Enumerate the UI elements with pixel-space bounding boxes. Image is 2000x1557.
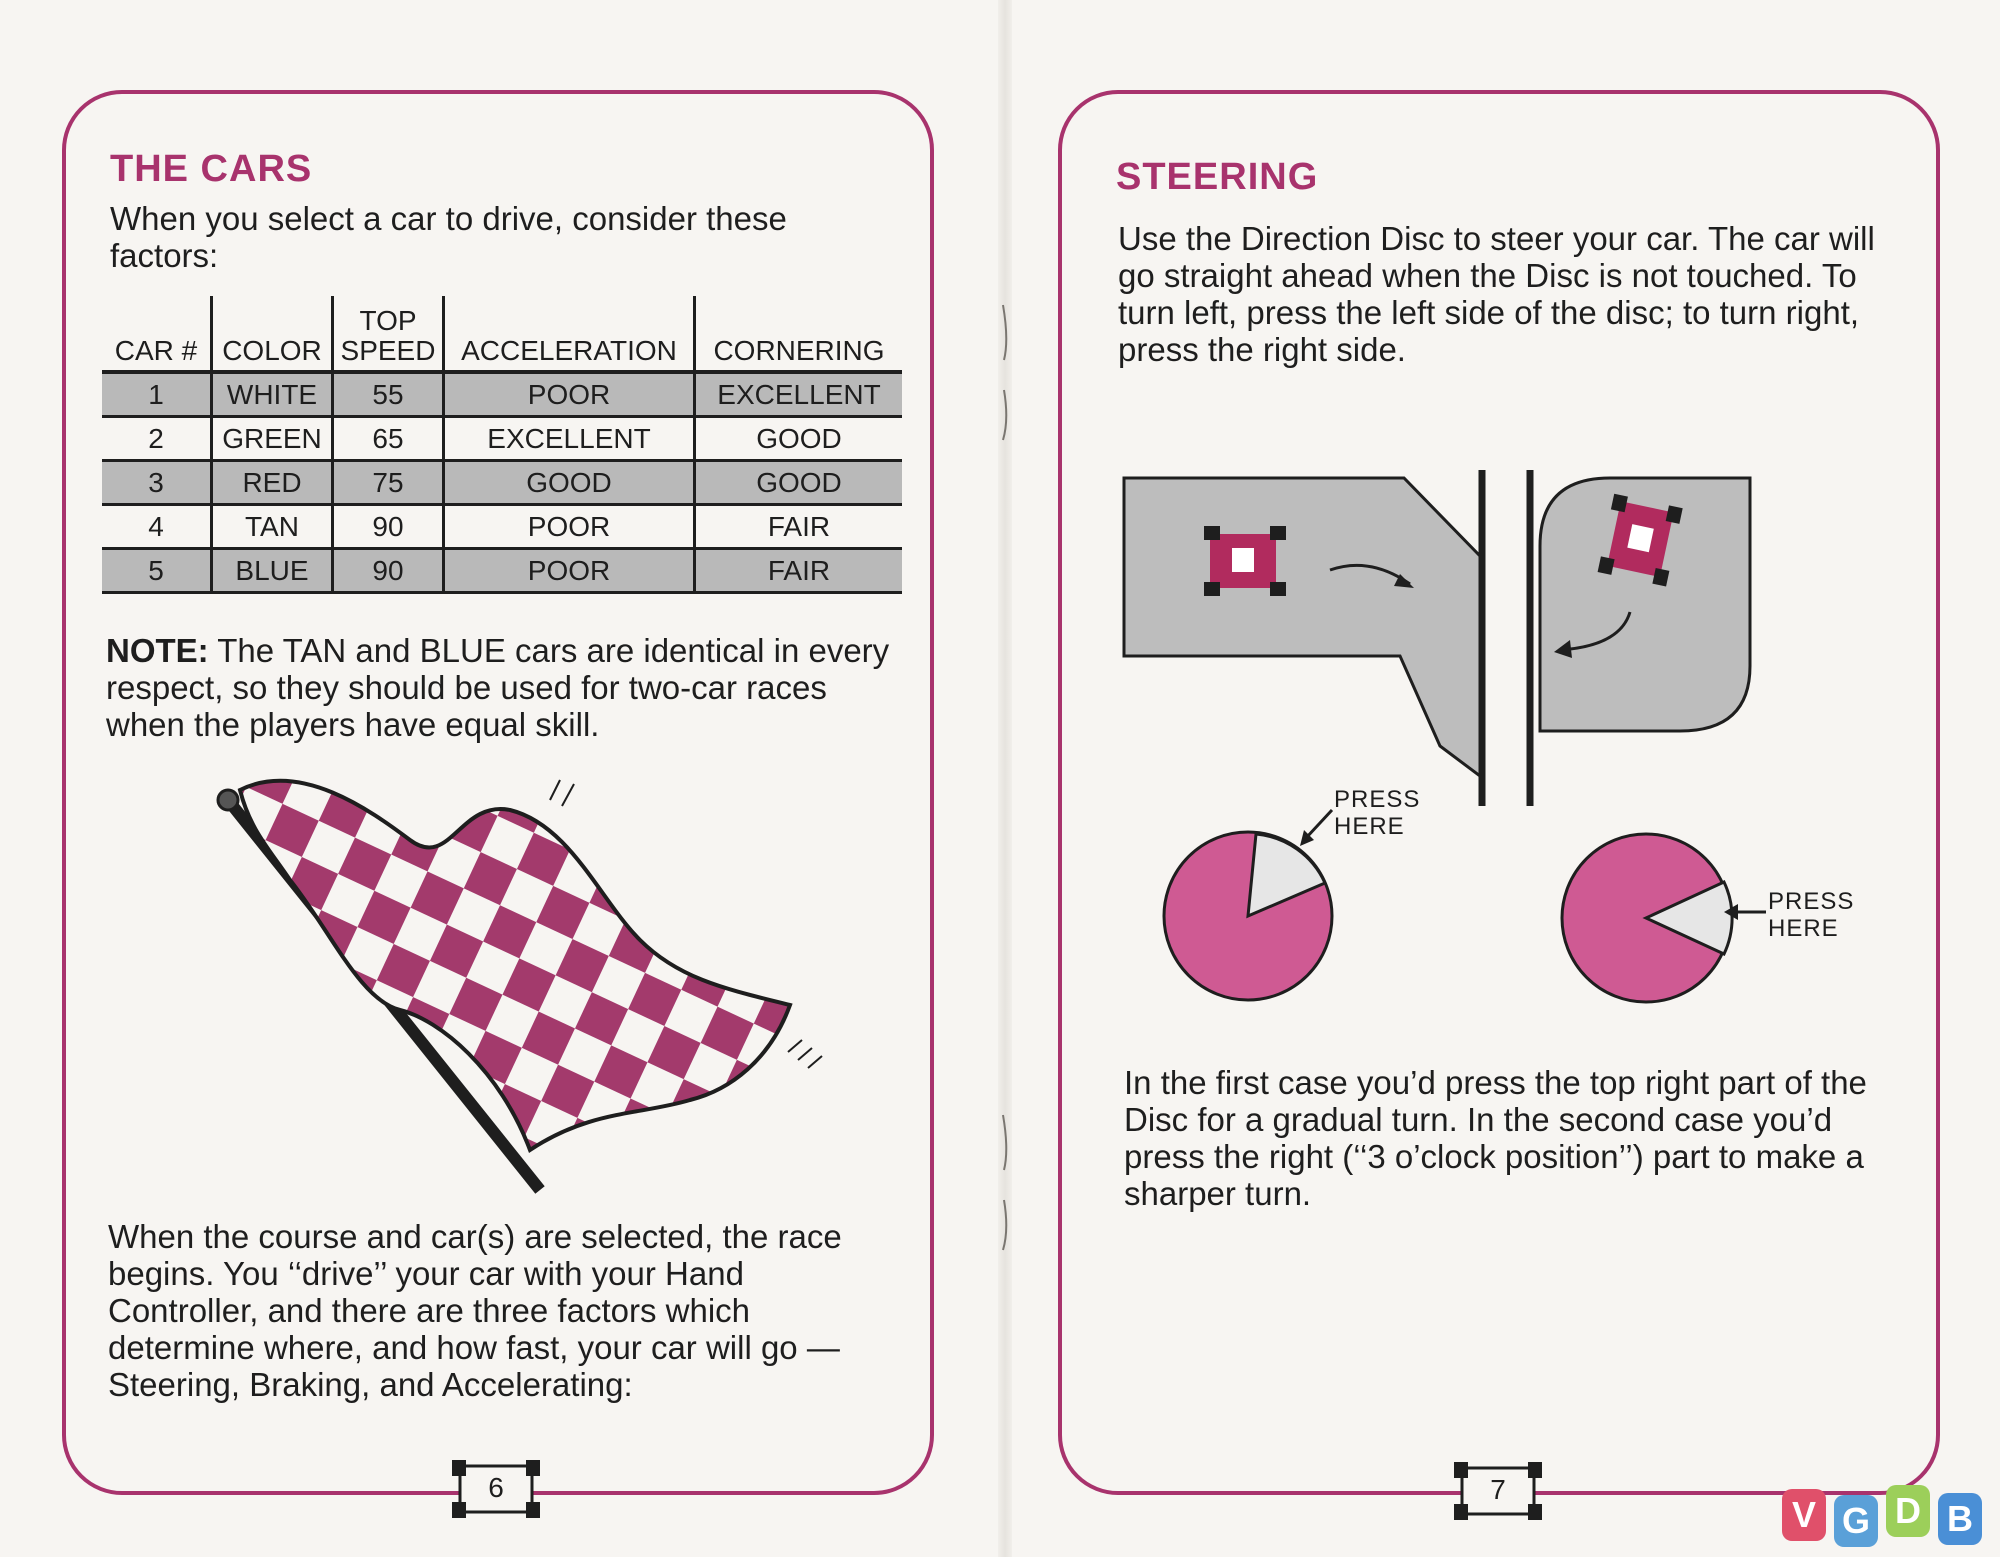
cell-top-speed: 55: [331, 370, 444, 417]
steering-intro-text: Use the Direction Disc to steer your car…: [1118, 220, 1875, 368]
press-here-label-1: PRESS HERE: [1334, 786, 1421, 840]
vgdb-letter: D: [1886, 1485, 1930, 1537]
car-icon-straight: [1204, 526, 1286, 596]
direction-disc-gradual: [1162, 830, 1334, 1002]
arrow-icon-press-1: [1300, 808, 1334, 846]
the-cars-heading: THE CARS: [110, 148, 313, 190]
race-paragraph: When the course and car(s) are selected,…: [108, 1218, 842, 1403]
vgdb-letter: V: [1782, 1489, 1826, 1541]
book-spine: [998, 0, 1012, 1557]
page-number-badge-right: 7: [1452, 1460, 1544, 1522]
cell-car: 2: [102, 415, 212, 461]
table-header-row: CAR # COLOR TOP SPEED ACCELERATION CORNE…: [102, 296, 902, 374]
steering-heading: STEERING: [1116, 156, 1319, 198]
cell-color: BLUE: [210, 547, 333, 594]
cell-color: GREEN: [210, 415, 333, 461]
car-badge-icon: [1454, 1462, 1542, 1520]
page-number-right: 7: [1490, 1474, 1506, 1505]
cell-color: TAN: [210, 503, 333, 549]
col-header-top-speed: TOP SPEED: [331, 296, 444, 374]
cell-cornering: GOOD: [693, 415, 902, 461]
steering-outro-text: In the first case you’d press the top ri…: [1124, 1064, 1867, 1212]
car-icon-turning: [1597, 493, 1683, 587]
cars-table: CAR # COLOR TOP SPEED ACCELERATION CORNE…: [102, 296, 902, 594]
cell-car: 3: [102, 459, 212, 505]
col-header-color: COLOR: [210, 296, 333, 374]
cell-car: 1: [102, 370, 212, 417]
table-row: 4 TAN 90 POOR FAIR: [102, 503, 902, 549]
note-paragraph: NOTE: The TAN and BLUE cars are identica…: [106, 632, 896, 743]
cell-car: 4: [102, 503, 212, 549]
cell-cornering: GOOD: [693, 459, 902, 505]
cell-acceleration: EXCELLENT: [442, 415, 695, 461]
cars-intro-text: When you select a car to drive, consider…: [110, 200, 787, 274]
table-row: 2 GREEN 65 EXCELLENT GOOD: [102, 415, 902, 461]
car-badge-icon: [452, 1460, 540, 1518]
direction-disc-sharp: [1560, 832, 1734, 1004]
cell-top-speed: 90: [331, 547, 444, 594]
cell-acceleration: GOOD: [442, 459, 695, 505]
cell-cornering: FAIR: [693, 547, 902, 594]
cell-acceleration: POOR: [442, 503, 695, 549]
arrow-icon-press-2: [1724, 904, 1766, 920]
col-header-car: CAR #: [102, 296, 212, 374]
staple-top: [1002, 304, 1008, 441]
vgdb-letter: B: [1938, 1493, 1982, 1545]
steering-track-illustration: [1122, 470, 1752, 806]
cell-cornering: FAIR: [693, 503, 902, 549]
cell-top-speed: 90: [331, 503, 444, 549]
cell-top-speed: 65: [331, 415, 444, 461]
col-header-acceleration: ACCELERATION: [442, 296, 695, 374]
page-number-badge-left: 6: [450, 1458, 542, 1520]
note-label: NOTE:: [106, 632, 209, 669]
table-row: 3 RED 75 GOOD GOOD: [102, 459, 902, 505]
press-here-label-2: PRESS HERE: [1768, 888, 1855, 942]
cell-acceleration: POOR: [442, 370, 695, 417]
vgdb-letter: G: [1834, 1495, 1878, 1547]
cell-color: WHITE: [210, 370, 333, 417]
cell-acceleration: POOR: [442, 547, 695, 594]
table-row: 1 WHITE 55 POOR EXCELLENT: [102, 370, 902, 417]
cell-color: RED: [210, 459, 333, 505]
cell-top-speed: 75: [331, 459, 444, 505]
checkered-flag-illustration: [216, 778, 823, 1194]
vgdb-watermark-logo: V G D B: [1782, 1481, 1992, 1547]
table-row: 5 BLUE 90 POOR FAIR: [102, 547, 902, 594]
staple-bottom: [1002, 1114, 1008, 1251]
note-text: The TAN and BLUE cars are identical in e…: [106, 632, 890, 743]
cell-car: 5: [102, 547, 212, 594]
col-header-cornering: CORNERING: [693, 296, 902, 374]
cell-cornering: EXCELLENT: [693, 370, 902, 417]
page-number-left: 6: [488, 1472, 504, 1503]
